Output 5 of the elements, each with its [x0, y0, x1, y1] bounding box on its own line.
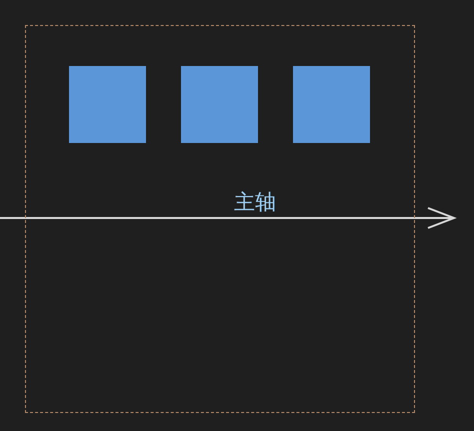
flex-item [181, 66, 258, 143]
axis-label: 主轴 [234, 190, 276, 214]
flex-container [25, 25, 415, 413]
flex-item [69, 66, 146, 143]
flex-item [293, 66, 370, 143]
